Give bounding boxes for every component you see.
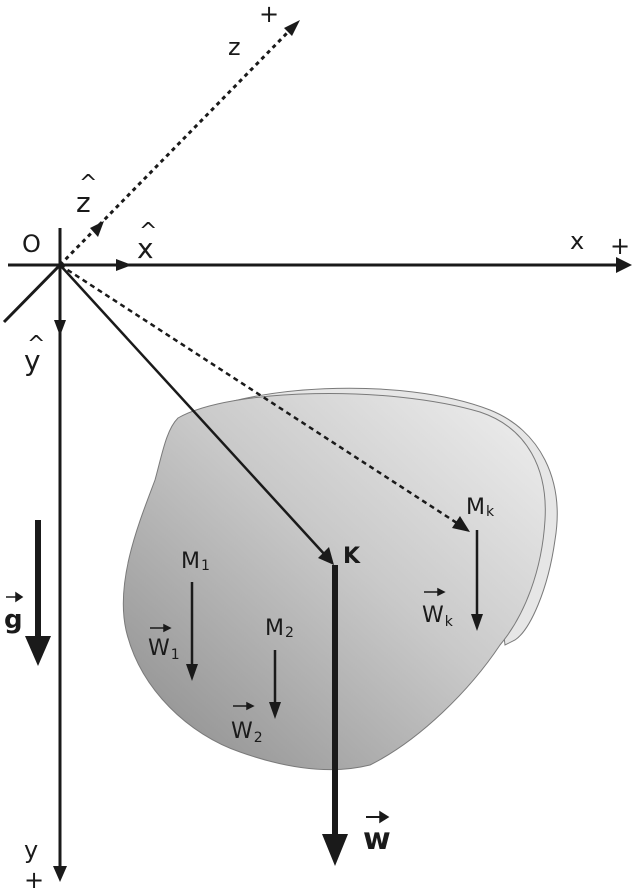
z-axis-negative <box>2 263 62 324</box>
y-axis-sign: + <box>24 866 44 893</box>
z-axis-label: z <box>228 33 241 61</box>
point-m2-label: M2 <box>265 616 294 641</box>
total-weight-arrowhead <box>322 834 348 866</box>
unit-y-label: y <box>24 344 41 377</box>
position-vector-k <box>59 264 327 557</box>
z-axis-sign: + <box>259 0 279 28</box>
unit-vector-z-arrowhead <box>90 221 104 237</box>
over-arrows <box>6 587 446 824</box>
weight-vector-k-arrowhead <box>471 614 483 631</box>
unit-y-hat: ^ <box>27 332 45 357</box>
point-mk-label: Mk <box>466 495 495 520</box>
unit-x-hat: ^ <box>139 219 157 244</box>
total-weight-label: w <box>363 822 391 857</box>
x-axis-arrowhead <box>616 257 632 273</box>
unit-vector-x-arrowhead <box>116 259 132 271</box>
z-axis-arrowhead <box>284 20 300 36</box>
position-vector-k-arrowhead <box>318 547 334 565</box>
origin-label: O <box>22 230 41 258</box>
y-axis-label: y <box>24 836 38 864</box>
point-m1-label: M1 <box>181 549 210 574</box>
weight-w2-label: W2 <box>231 719 263 746</box>
gravity-label: g <box>4 605 23 635</box>
gravity-vector-arrowhead <box>25 636 51 666</box>
unit-z-hat: ^ <box>79 171 97 196</box>
center-of-gravity-label: K <box>343 544 361 569</box>
position-vector-mk-arrowhead <box>452 516 470 532</box>
unit-vector-y-arrowhead <box>54 320 66 336</box>
x-axis-label: x <box>570 227 584 255</box>
weight-wk-label: Wk <box>422 603 454 630</box>
weight-vector-1-arrowhead <box>186 664 198 681</box>
unit-x-label: x <box>137 232 154 265</box>
y-axis-arrowhead <box>53 866 67 882</box>
weight-w1-label: W1 <box>148 636 180 663</box>
position-vector-mk <box>59 263 461 527</box>
x-axis-sign: + <box>610 232 630 260</box>
weight-vector-2-arrowhead <box>269 702 281 719</box>
unit-z-label: z <box>76 186 91 219</box>
